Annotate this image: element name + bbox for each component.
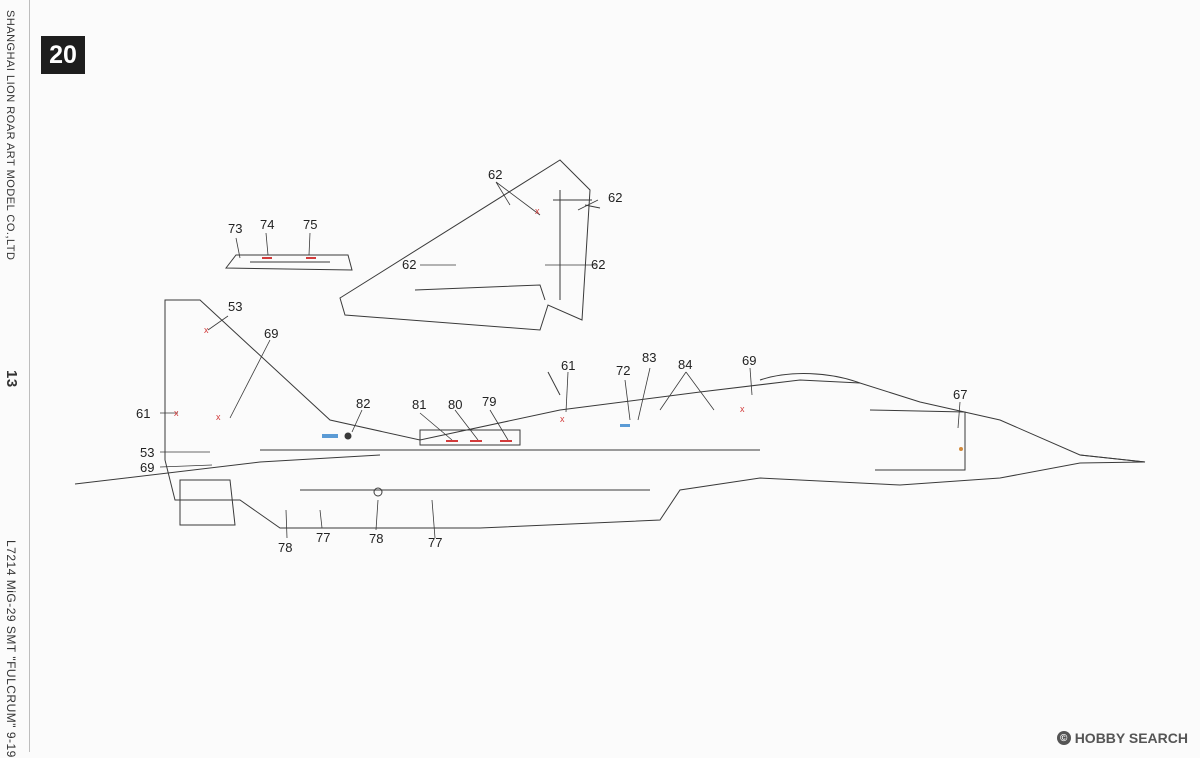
callout-81: 81 xyxy=(412,397,426,412)
copyright-icon: © xyxy=(1056,731,1071,745)
tail-fin-drawing xyxy=(339,159,601,331)
callout-73: 73 xyxy=(228,221,242,236)
small-panel-drawing xyxy=(224,254,353,271)
callout-69b: 69 xyxy=(140,460,154,475)
callout-83: 83 xyxy=(642,350,656,365)
marker-x-61b: x xyxy=(560,414,565,424)
callout-74: 74 xyxy=(260,217,274,232)
callout-78a: 78 xyxy=(278,540,292,555)
callout-53b: 53 xyxy=(140,445,154,460)
aircraft-side-view xyxy=(74,299,1146,529)
page-number: 13 xyxy=(3,370,20,388)
marker-67 xyxy=(959,447,963,451)
callout-69a: 69 xyxy=(264,326,278,341)
marker-79 xyxy=(500,440,512,442)
callout-77a: 77 xyxy=(316,530,330,545)
callout-84: 84 xyxy=(678,357,692,372)
marker-x-62a: x xyxy=(535,206,540,216)
callout-62c: 62 xyxy=(402,257,416,272)
marker-72-blue xyxy=(620,424,630,427)
marker-x-53: x xyxy=(204,325,209,335)
callout-77b: 77 xyxy=(428,535,442,550)
marker-75 xyxy=(306,257,316,259)
watermark: © HOBBY SEARCH xyxy=(1056,730,1188,746)
marker-81 xyxy=(446,440,458,442)
callout-79: 79 xyxy=(482,394,496,409)
callout-numbers: 62 62 62 62 73 74 75 53 69 61 53 69 82 8… xyxy=(136,167,967,555)
marker-x-69b: x xyxy=(740,404,745,414)
marker-x-61: x xyxy=(174,408,179,418)
manufacturer-label: SHANGHAI LION ROAR ART MODEL CO.,LTD xyxy=(4,10,16,261)
callout-80: 80 xyxy=(448,397,462,412)
callout-82: 82 xyxy=(356,396,370,411)
marker-82-blue xyxy=(322,434,338,438)
callout-78b: 78 xyxy=(369,531,383,546)
marker-x-69: x xyxy=(216,412,221,422)
callout-69c: 69 xyxy=(742,353,756,368)
callout-53a: 53 xyxy=(228,299,242,314)
callout-62a: 62 xyxy=(488,167,502,182)
callout-67: 67 xyxy=(953,387,967,402)
callout-61b: 61 xyxy=(561,358,575,373)
callout-72: 72 xyxy=(616,363,630,378)
leader-lines xyxy=(159,181,961,539)
kit-title-label: L7214 MiG-29 SMT "FULCRUM" 9-19 xyxy=(4,540,18,758)
step-number-badge: 20 xyxy=(41,36,85,74)
binding-edge-line xyxy=(29,0,30,752)
watermark-brand: HOBBY SEARCH xyxy=(1074,730,1188,746)
callout-62b: 62 xyxy=(608,190,622,205)
callout-62d: 62 xyxy=(591,257,605,272)
decal-markers: x x x x x x xyxy=(174,206,963,451)
marker-80 xyxy=(470,440,482,442)
callout-75: 75 xyxy=(303,217,317,232)
callout-61a: 61 xyxy=(136,406,150,421)
marker-74 xyxy=(262,257,272,259)
